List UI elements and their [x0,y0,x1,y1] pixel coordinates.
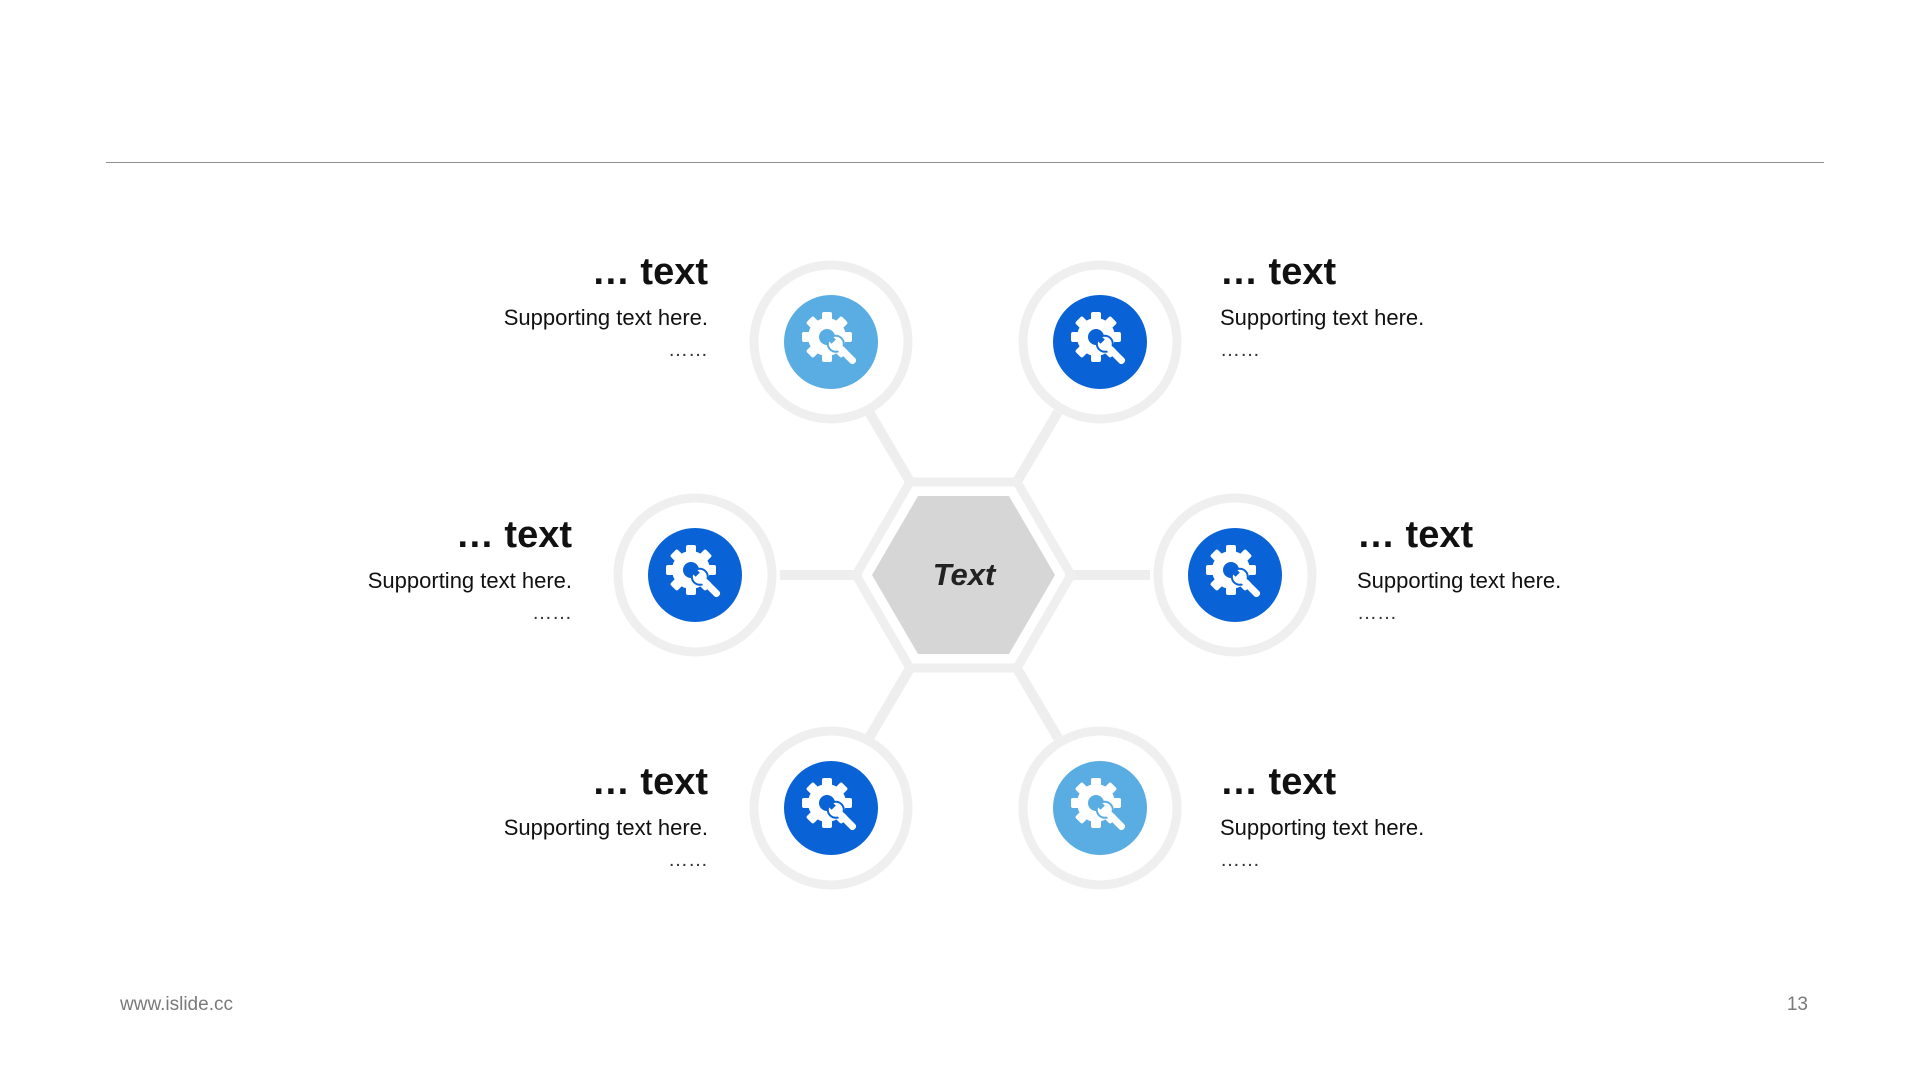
node-top-left [749,260,913,424]
node-left [613,493,777,657]
item-title: … text [1220,251,1337,293]
text-block-bottom-left: … text Supporting text here. …… [368,760,708,872]
top-divider [106,162,1824,163]
item-title: … text [591,251,708,293]
connector-top-left [864,409,917,488]
item-description: Supporting text here. [1220,305,1425,330]
item-ellipsis: …… [532,602,572,624]
text-block-left: … text Supporting text here. …… [232,513,572,625]
item-ellipsis: …… [668,849,708,871]
node-bottom-right [1018,726,1182,890]
item-description: Supporting text here. [503,305,708,330]
text-block-top-right: … text Supporting text here. …… [1220,250,1560,362]
gear-wrench-icon [666,545,721,598]
footer-url: www.islide.cc [120,994,233,1015]
gear-wrench-icon [802,312,857,365]
node-right [1153,493,1317,657]
connector-top-right [1010,409,1063,488]
item-description: Supporting text here. [1357,568,1562,593]
item-ellipsis: …… [1220,849,1260,871]
node-top-right [1018,260,1182,424]
center-hexagon [872,496,1055,654]
gear-wrench-icon [802,778,857,831]
item-title: … text [1220,761,1337,803]
connectors [780,409,1150,741]
text-block-bottom-right: … text Supporting text here. …… [1220,760,1560,872]
item-description: Supporting text here. [1220,815,1425,840]
gear-wrench-icon [1206,545,1261,598]
center-hexagon-frame [850,477,1077,673]
text-block-right: … text Supporting text here. …… [1357,513,1697,625]
item-ellipsis: …… [668,339,708,361]
text-block-top-left: … text Supporting text here. …… [368,250,708,362]
page-number: 13 [1786,994,1808,1015]
node-bottom-left [749,726,913,890]
item-title: … text [1357,514,1474,556]
item-description: Supporting text here. [503,815,708,840]
item-ellipsis: …… [1357,602,1397,624]
center-label: Text [933,557,997,592]
connector-bottom-right [1010,662,1063,741]
item-title: … text [455,514,572,556]
item-title: … text [591,761,708,803]
gear-wrench-icon [1071,312,1126,365]
gear-wrench-icon [1071,778,1126,831]
item-ellipsis: …… [1220,339,1260,361]
connector-bottom-left [864,662,917,741]
item-description: Supporting text here. [367,568,572,593]
